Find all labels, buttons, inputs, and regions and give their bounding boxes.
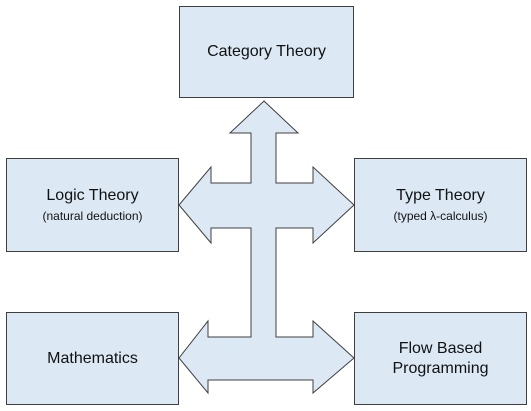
category-theory-box: Category Theory <box>179 6 354 98</box>
mathematics-label: Mathematics <box>47 349 138 367</box>
category-theory-label: Category Theory <box>207 43 326 60</box>
type-theory-label: Type Theory <box>396 187 485 204</box>
flow-based-label-line2: Programming <box>392 359 489 377</box>
multi-head-arrow <box>178 100 355 395</box>
logic-theory-sublabel: (natural deduction) <box>42 209 143 223</box>
type-theory-sublabel: (typed λ-calculus) <box>393 209 488 223</box>
flow-based-programming-box: Flow Based Programming <box>354 312 527 405</box>
flow-based-label-line1: Flow Based <box>398 339 483 357</box>
mathematics-box: Mathematics <box>6 312 179 405</box>
logic-theory-box: Logic Theory (natural deduction) <box>6 158 179 252</box>
logic-theory-label: Logic Theory <box>46 187 139 204</box>
type-theory-box: Type Theory (typed λ-calculus) <box>354 158 527 252</box>
